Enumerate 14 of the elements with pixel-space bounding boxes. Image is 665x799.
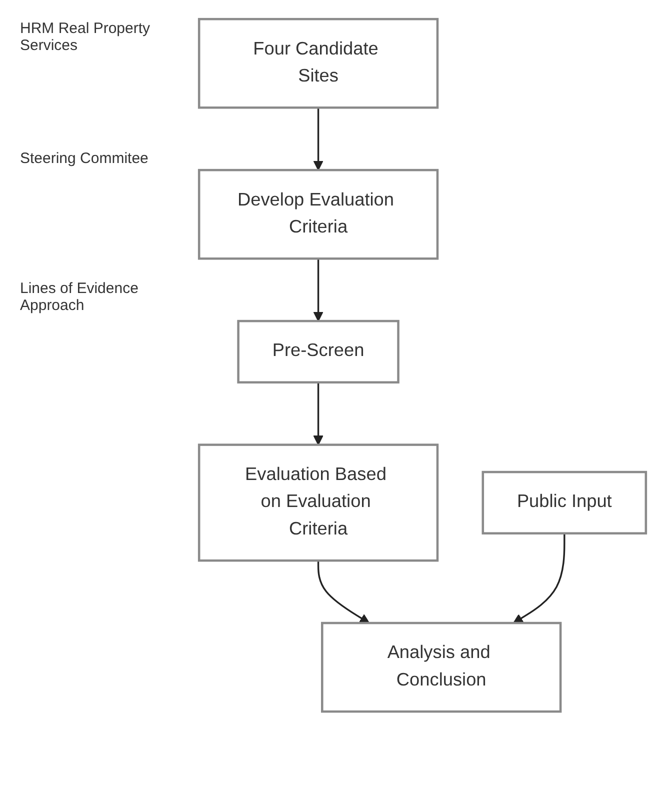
node-box: Develop Evaluation Criteria — [198, 168, 439, 260]
arrow — [313, 382, 324, 446]
node-box: Pre-Screen — [237, 320, 400, 384]
node-box: Analysis and Conclusion — [321, 622, 562, 713]
stage-label: HRM Real Property Services — [20, 20, 152, 54]
node-box: Public Input — [482, 470, 648, 534]
node-box: Four Candidate Sites — [198, 18, 439, 109]
stage-label: Lines of Evidence Approach — [20, 280, 140, 314]
arrow — [513, 533, 566, 624]
arrow — [313, 258, 324, 322]
arrow — [313, 108, 324, 171]
arrow — [317, 560, 370, 624]
stage-label: Steering Commitee — [20, 150, 148, 167]
node-box: Evaluation Based on Evaluation Criteria — [198, 444, 439, 562]
